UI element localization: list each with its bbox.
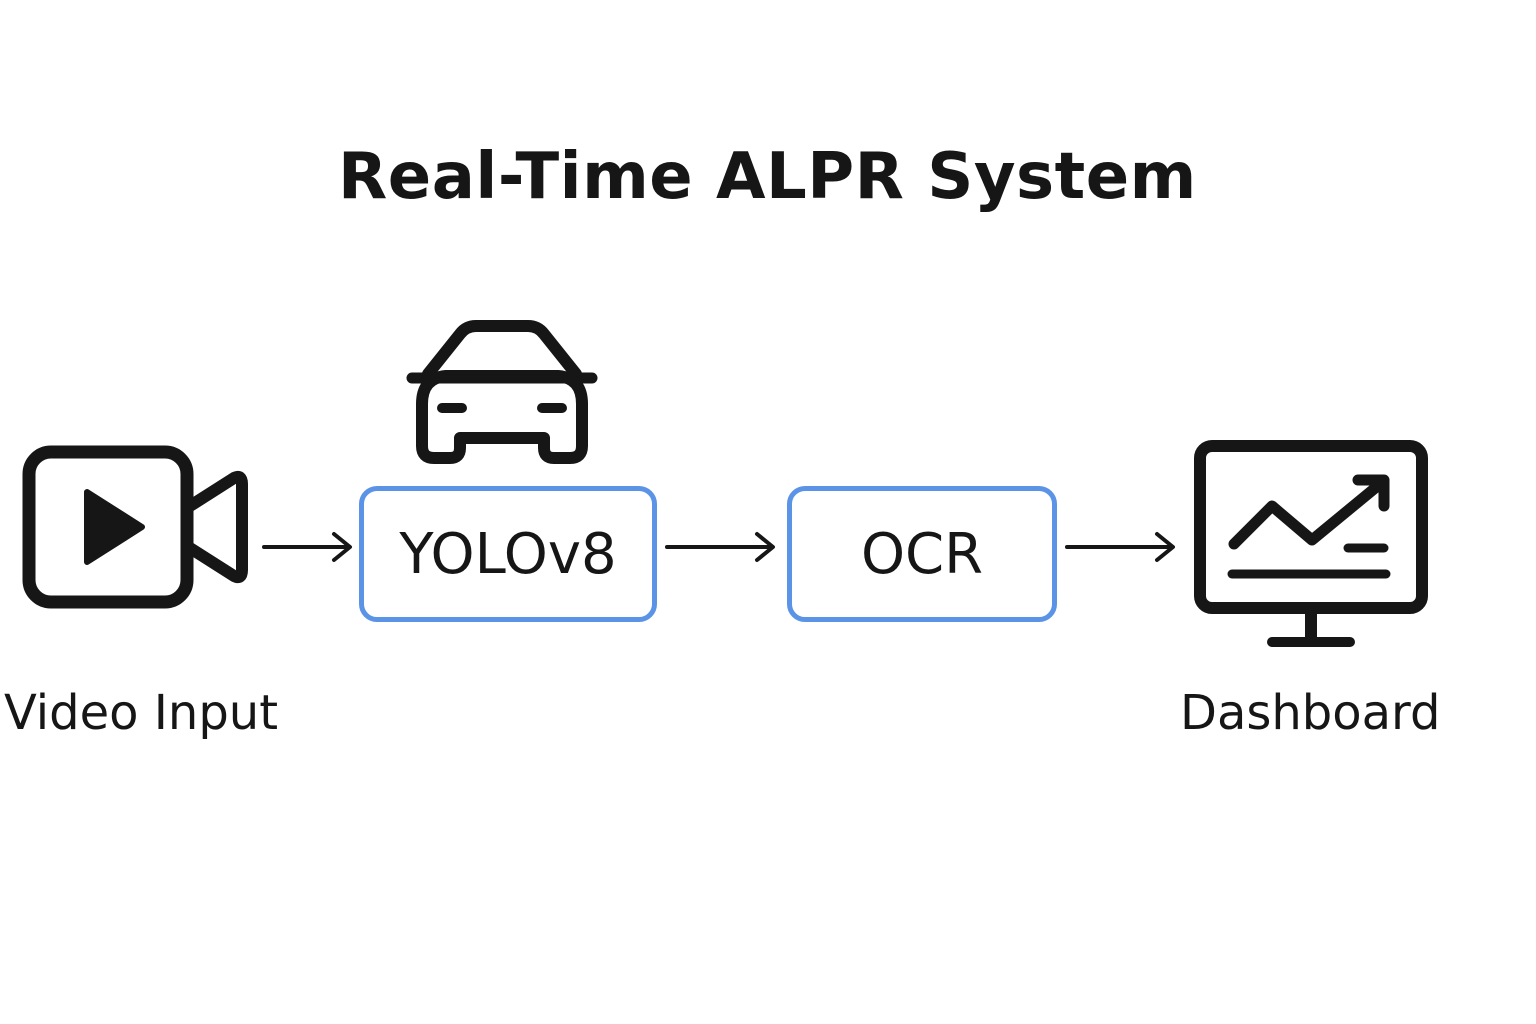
ocr-label: OCR (860, 521, 984, 587)
diagram-title: Real-Time ALPR System (338, 140, 1197, 214)
yolov8-node: YOLOv8 (359, 486, 657, 622)
yolov8-label: YOLOv8 (399, 521, 617, 587)
video-input-label: Video Input (4, 685, 279, 741)
monitor-chart-icon (1194, 440, 1428, 647)
arrow-right-icon (1065, 532, 1175, 562)
ocr-node: OCR (787, 486, 1057, 622)
video-camera-icon (22, 445, 248, 609)
arrow-right-icon (262, 532, 352, 562)
car-icon (406, 320, 598, 464)
arrow-right-icon (665, 532, 775, 562)
dashboard-label: Dashboard (1180, 685, 1441, 741)
